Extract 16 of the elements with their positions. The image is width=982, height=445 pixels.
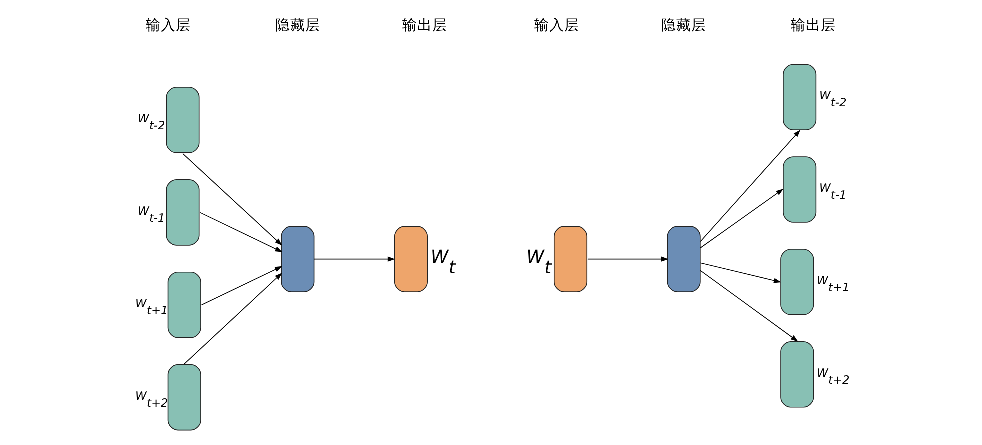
arrow — [201, 266, 282, 306]
arrow — [182, 153, 282, 246]
arrow — [200, 212, 283, 252]
label: 输入层 — [146, 16, 191, 34]
arrow — [700, 189, 784, 249]
arrow — [700, 270, 798, 342]
arrow — [588, 256, 669, 262]
label: 输出层 — [402, 16, 448, 34]
arrow — [314, 256, 396, 262]
label: 隐藏层 — [275, 16, 320, 34]
label: 输出层 — [791, 16, 836, 34]
label: 输入层 — [534, 16, 580, 34]
arrow — [184, 273, 282, 364]
arrow — [700, 130, 801, 242]
arrow — [700, 262, 782, 284]
label: 隐藏层 — [662, 16, 707, 34]
